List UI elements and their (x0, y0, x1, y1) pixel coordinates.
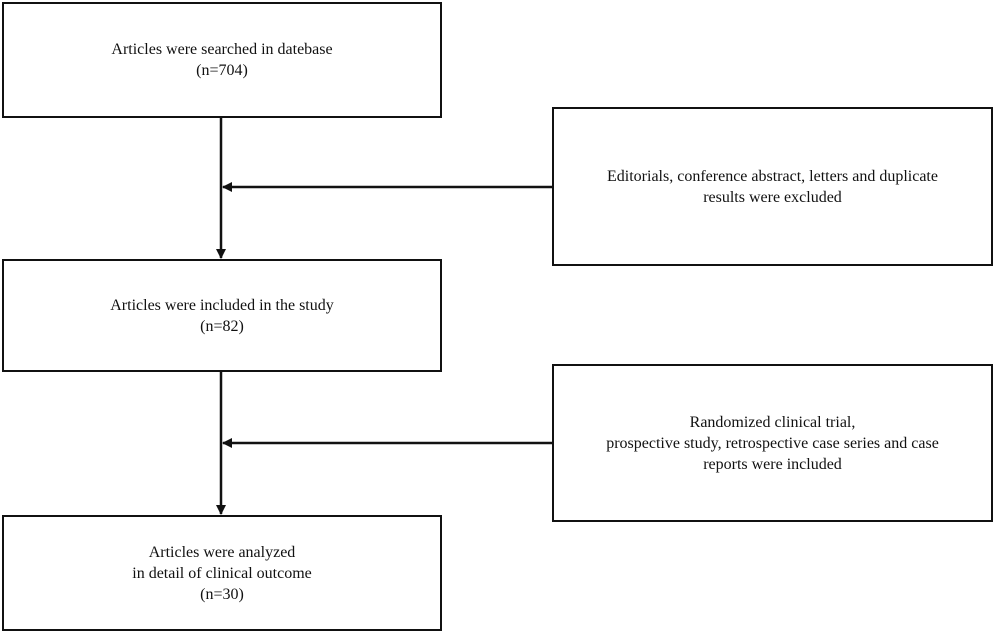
included-box-count: (n=82) (200, 317, 244, 335)
search-box: Articles were searched in datebase (n=70… (2, 2, 442, 118)
exclusion-box-2-line-3: reports were included (703, 455, 842, 473)
exclusion-box-1-line-1: Editorials, conference abstract, letters… (607, 167, 938, 185)
included-box: Articles were included in the study (n=8… (2, 259, 442, 372)
search-box-text: Articles were searched in datebase (111, 41, 333, 58)
analyzed-box-count: (n=30) (200, 585, 244, 603)
analyzed-box: Articles were analyzed in detail of clin… (2, 515, 442, 631)
search-box-count: (n=704) (196, 62, 248, 79)
exclusion-box-1: Editorials, conference abstract, letters… (552, 107, 993, 266)
exclusion-box-2: Randomized clinical trial, prospective s… (552, 364, 993, 522)
exclusion-box-1-line-2: results were excluded (703, 188, 842, 206)
included-box-text: Articles were included in the study (110, 296, 334, 314)
exclusion-box-2-line-2: prospective study, retrospective case se… (606, 434, 939, 452)
analyzed-box-line-1: Articles were analyzed (148, 543, 296, 561)
exclusion-box-2-line-1: Randomized clinical trial, (689, 413, 856, 431)
analyzed-box-line-2: in detail of clinical outcome (132, 564, 312, 582)
